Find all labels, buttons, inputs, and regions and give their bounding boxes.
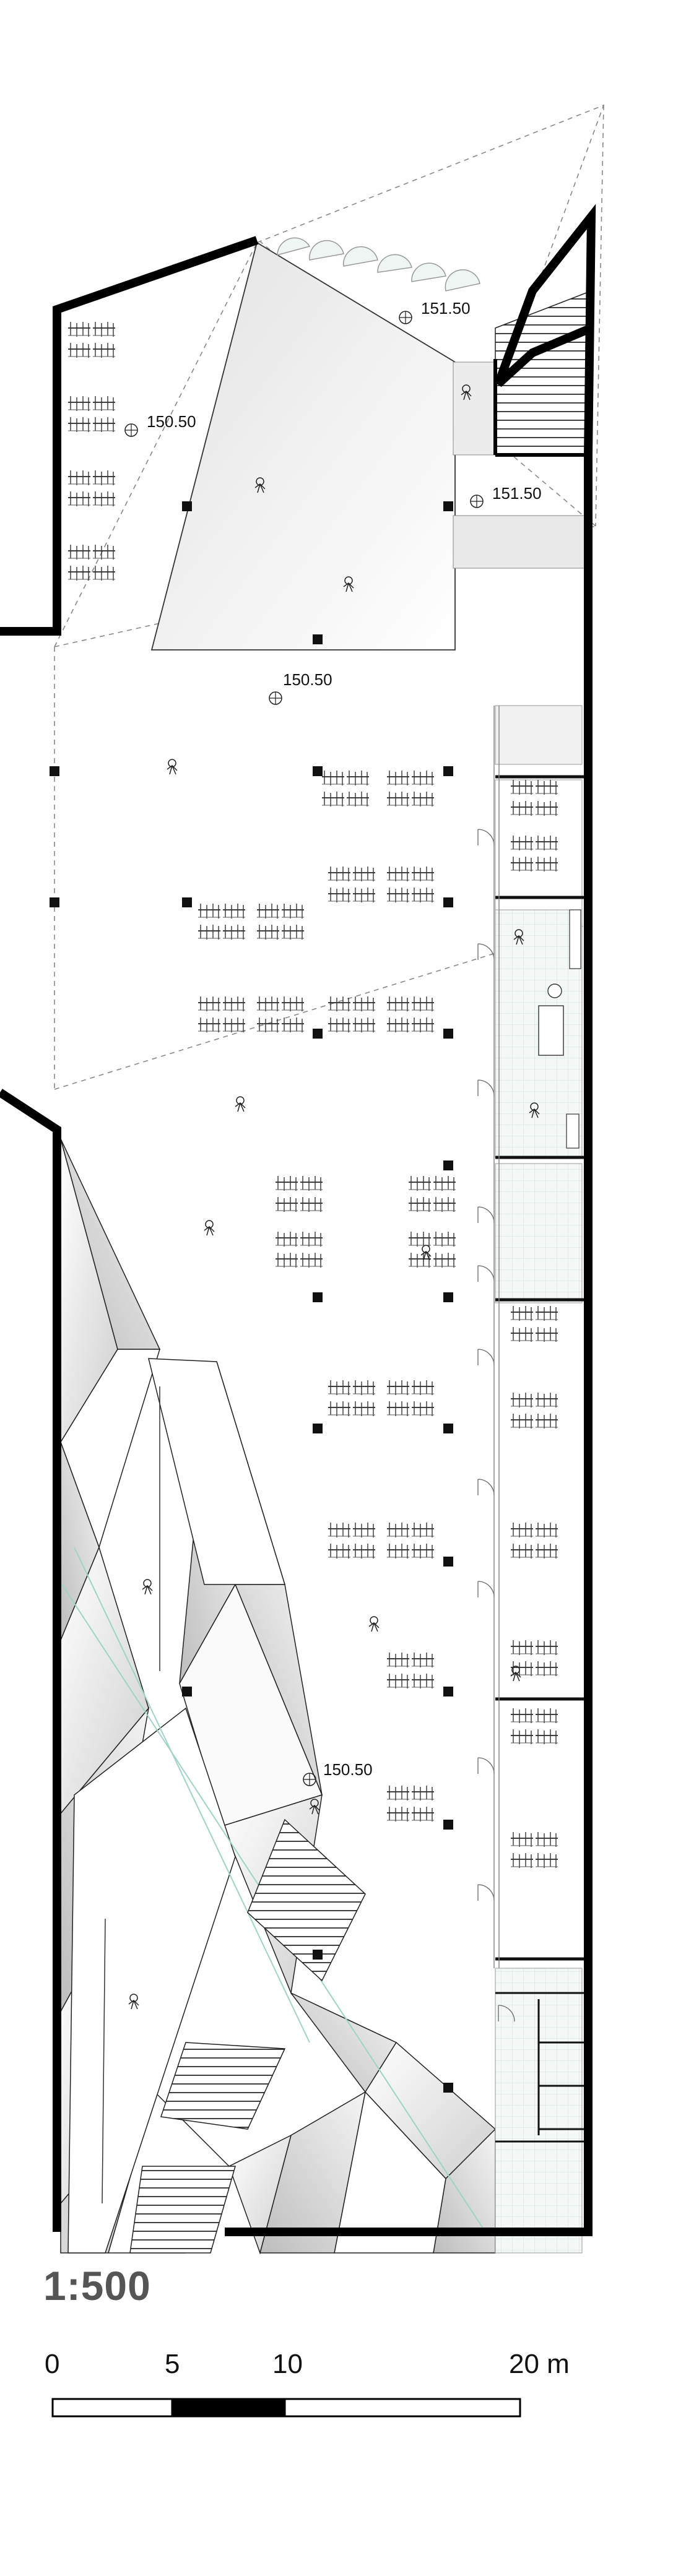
elevation-label: 151.50 <box>421 299 471 318</box>
scalebar-tick-label: 20 m <box>509 2349 570 2379</box>
elevation-label: 151.50 <box>492 484 542 503</box>
scalebar-segment <box>284 2398 521 2418</box>
ramp-lanes <box>61 1358 484 2254</box>
scale-bar <box>51 2398 521 2418</box>
exterior-walls <box>0 204 596 2236</box>
scalebar-segment <box>171 2398 286 2418</box>
bridge <box>453 515 589 569</box>
inner-walls <box>493 359 591 457</box>
elevation-label: 150.50 <box>283 670 332 689</box>
scalebar-tick-label: 0 <box>45 2349 60 2379</box>
partitions <box>495 775 591 2143</box>
drawing-scale: 1:500 <box>43 2263 151 2309</box>
glazing-line <box>493 706 500 1968</box>
elevation-label: 150.50 <box>147 412 196 431</box>
elevation-label: 150.50 <box>323 1760 373 1779</box>
mezzanine-floor <box>150 241 456 650</box>
floor-plan: 151.50 150.50 151.50 150.50 150.50 <box>0 104 605 2255</box>
scalebar-segment <box>51 2398 173 2418</box>
skylight-arcs <box>277 237 480 292</box>
scalebar-tick-label: 10 <box>272 2349 303 2379</box>
scalebar-tick-label: 5 <box>165 2349 180 2379</box>
columns <box>50 501 453 2093</box>
